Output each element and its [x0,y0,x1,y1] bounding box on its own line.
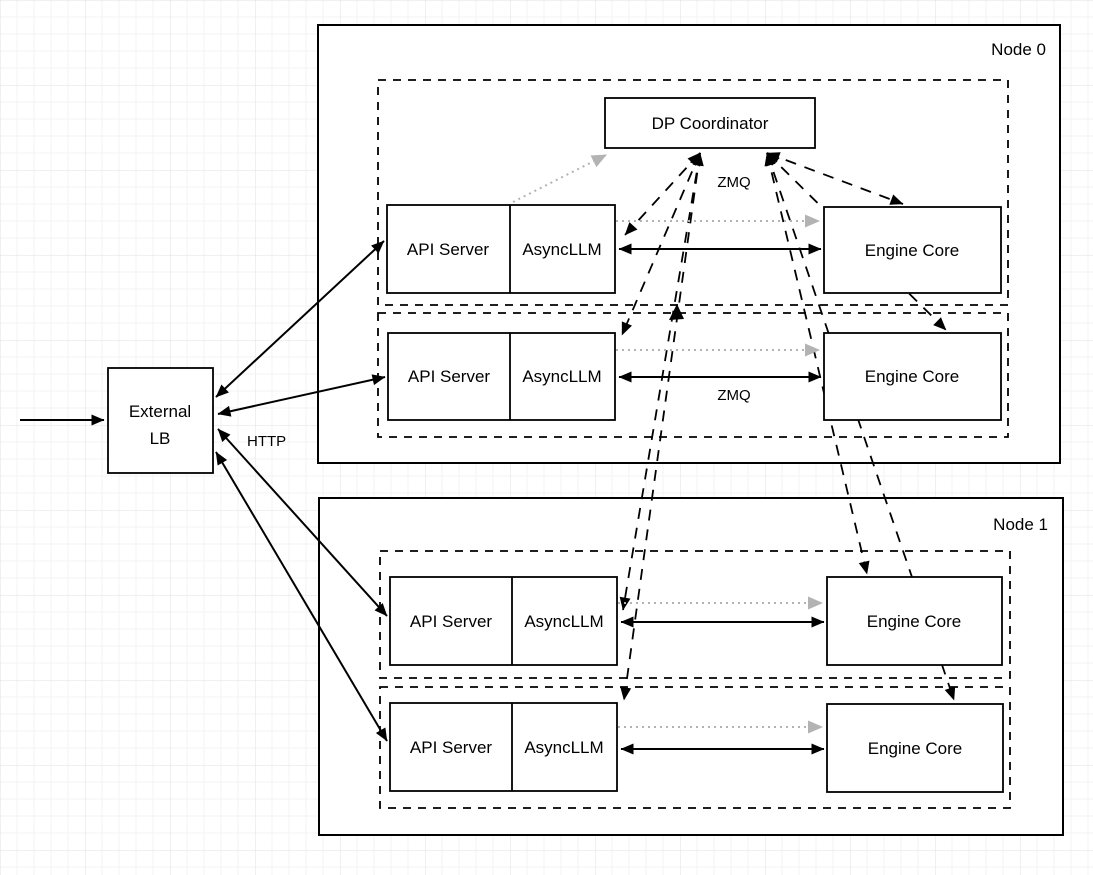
api-server-label-n1r1: API Server [410,738,493,757]
engine-core-n1r0: Engine Core [826,576,1003,666]
frontend-box-n1r0 [389,576,618,666]
engine-core-box-n1r1 [826,703,1004,793]
dp-coordinator-box [604,97,816,149]
frontend-n1r0: API Server AsyncLLM [389,576,618,666]
dp-coordinator-label: DP Coordinator [652,114,769,133]
coordinator-asyncllm-link-n1r1 [620,152,704,701]
asyncllm-label-n0r0: AsyncLLM [522,240,601,259]
engine-core-box-n0r1 [823,332,1002,421]
engine-core-label-n1r1: Engine Core [868,739,963,758]
api-server-label-n1r0: API Server [410,612,493,631]
asyncllm-label-n0r1: AsyncLLM [522,367,601,386]
zmq-label-coordinator: ZMQ [717,174,750,191]
engine-core-label-n1r0: Engine Core [867,612,962,631]
frontend-box-n1r1 [389,702,618,792]
lb-api-link-n0r1 [217,374,386,417]
frontend-n0r1: API Server AsyncLLM [387,332,616,421]
engine-core-box-n1r0 [826,576,1003,666]
external-lb-label-line1: External [129,402,191,421]
engine-core-label-n0r1: Engine Core [865,367,960,386]
api-server-label-n0r0: API Server [407,240,490,259]
node-0-label: Node 0 [991,40,1046,59]
frontend-n0r0: API Server AsyncLLM [386,204,616,294]
zmq-label-row2: ZMQ [717,387,750,404]
lb-api-link-n1r1 [215,451,388,742]
node-1-label: Node 1 [993,515,1048,534]
engine-core-n0r0: Engine Core [823,206,1002,294]
dp-coordinator: DP Coordinator [604,97,816,149]
handshake-arrows [512,154,823,734]
http-label: HTTP [247,433,286,450]
external-lb-label-line2: LB [150,429,171,448]
api-server-label-n0r1: API Server [408,367,491,386]
engine-core-box-n0r0 [823,206,1002,294]
external-lb-box [107,367,214,474]
frontend-box-n0r1 [387,332,616,421]
asyncllm-label-n1r1: AsyncLLM [524,738,603,757]
external-lb: External LB [107,367,214,474]
solid-arrows [20,240,825,755]
frontend-n1r1: API Server AsyncLLM [389,702,618,792]
upward-arrowhead-marker [669,304,684,320]
lb-api-link-n0r0 [215,240,385,398]
asyncllm-label-n1r0: AsyncLLM [524,612,603,631]
engine-core-n1r1: Engine Core [826,703,1004,793]
engine-core-n0r1: Engine Core [823,332,1002,421]
engine-core-label-n0r0: Engine Core [865,241,960,260]
frontend-box-n0r0 [386,204,616,294]
